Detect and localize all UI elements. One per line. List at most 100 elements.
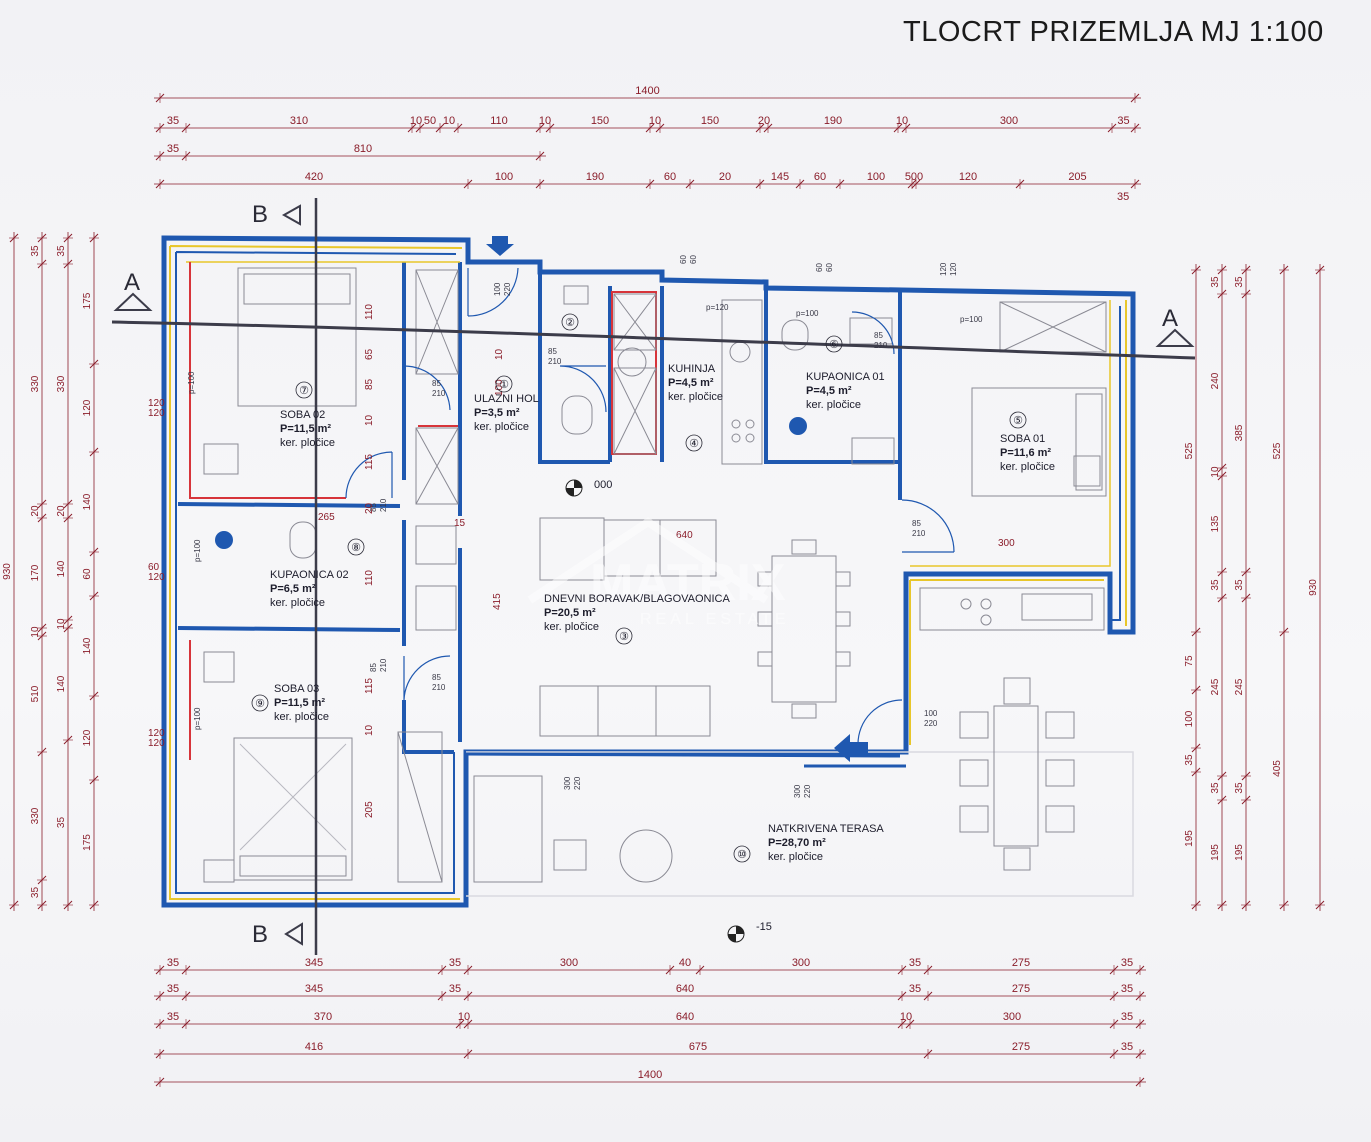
room-number: ⑧ bbox=[351, 542, 361, 554]
room-number: ⑤ bbox=[1013, 415, 1023, 427]
dimension-label: 140 bbox=[82, 493, 93, 510]
section-label-b-top: B bbox=[252, 201, 268, 228]
dimension-label: 140 bbox=[82, 637, 93, 654]
dimension-label: 35 bbox=[1210, 276, 1221, 288]
door-label: 210 bbox=[379, 498, 388, 512]
door-label: 300 bbox=[563, 776, 572, 790]
terrace-outline bbox=[466, 751, 1134, 897]
terrace-table bbox=[993, 705, 1039, 847]
dimension-label: 35 bbox=[1234, 579, 1245, 591]
dimension-label: 345 bbox=[305, 983, 323, 995]
room-number: ② bbox=[565, 317, 575, 329]
room-area: P=11,5 m² bbox=[274, 697, 325, 709]
door-label: 210 bbox=[379, 658, 388, 672]
terrace-lounger bbox=[473, 775, 543, 883]
dimension-label: 50 bbox=[424, 115, 436, 127]
dimension-label: 35 bbox=[1234, 276, 1245, 288]
room-area: P=3,5 m² bbox=[474, 407, 520, 419]
internal-dim: 205 bbox=[364, 801, 375, 818]
kitchen-counter bbox=[721, 299, 763, 465]
dimension-label: 190 bbox=[586, 171, 604, 183]
dimension-label: 35 bbox=[167, 957, 179, 969]
internal-dim: 10 bbox=[494, 348, 505, 360]
section-lines: A A B B bbox=[111, 198, 1196, 955]
dimension-label: 245 bbox=[1234, 678, 1245, 695]
parapet-label: p=100 bbox=[187, 371, 196, 394]
door-label: 220 bbox=[503, 282, 512, 296]
internal-dim: 115 bbox=[364, 454, 375, 470]
drain-icon bbox=[215, 531, 233, 549]
dimension-label: 20 bbox=[758, 115, 770, 127]
room-label: ② bbox=[561, 313, 579, 331]
room-number: ① bbox=[499, 379, 509, 391]
dimension-label: 150 bbox=[591, 115, 609, 127]
room-number: ⑦ bbox=[299, 385, 309, 397]
level-terrace-label: -15 bbox=[756, 921, 772, 933]
dimension-label: 35 bbox=[1121, 983, 1133, 995]
level-interior-label: 000 bbox=[594, 479, 612, 491]
window-label: 60 bbox=[679, 255, 688, 264]
dimension-label: 190 bbox=[824, 115, 842, 127]
door-wc bbox=[559, 365, 607, 413]
dimension-label: 35 bbox=[1184, 754, 1195, 766]
internal-dim: 300 bbox=[998, 538, 1015, 549]
dimension-label: 35 bbox=[167, 1011, 179, 1023]
room-finish: ker. pločice bbox=[768, 851, 823, 863]
internal-dim: 115 bbox=[364, 678, 375, 694]
internal-dim: 265 bbox=[318, 512, 335, 523]
window-width-label: 60 bbox=[148, 562, 160, 573]
dimension-label: 525 bbox=[1184, 442, 1195, 459]
level-marker-terrace: -15 bbox=[727, 921, 772, 943]
room-name: DNEVNI BORAVAK/BLAGOVAONICA bbox=[544, 593, 730, 605]
toilet-hol bbox=[561, 395, 593, 435]
dimension-label: 300 bbox=[1000, 115, 1018, 127]
dimension-label: 330 bbox=[56, 375, 67, 392]
dimension-label: 10 bbox=[30, 626, 41, 638]
walls bbox=[161, 235, 1136, 908]
dimension-label: 135 bbox=[1210, 515, 1221, 532]
dimension-label: 1400 bbox=[635, 85, 659, 97]
dimension-label: 35 bbox=[167, 115, 179, 127]
wardrobe-soba-02 bbox=[415, 269, 459, 375]
door-label: 220 bbox=[924, 719, 938, 728]
dimension-label: 640 bbox=[676, 983, 694, 995]
dimension-label: 20 bbox=[30, 505, 41, 517]
dimension-label: 385 bbox=[1234, 424, 1245, 441]
door-label: 220 bbox=[803, 784, 812, 798]
watermark: MATRIX REAL ESTATE bbox=[527, 517, 786, 628]
terrace-entry-arrow-icon bbox=[834, 734, 868, 762]
dimension-label: 10 bbox=[458, 1011, 470, 1023]
toilet-kupaonica-02 bbox=[289, 521, 317, 559]
tub-kupaonica-01 bbox=[851, 437, 895, 465]
dimension-label: 150 bbox=[701, 115, 719, 127]
dimension-label: 60 bbox=[664, 171, 676, 183]
dimension-label: 35 bbox=[449, 957, 461, 969]
door-label: 100 bbox=[924, 709, 938, 718]
room-finish: ker. pločice bbox=[544, 621, 599, 633]
shower-kupaonica-02 bbox=[415, 525, 457, 565]
room-name: KUPAONICA 01 bbox=[806, 371, 885, 383]
dimension-label: 300 bbox=[792, 957, 810, 969]
room-name: SOBA 02 bbox=[280, 409, 325, 421]
room-area: P=20,5 m² bbox=[544, 607, 596, 619]
internal-dim: 415 bbox=[492, 593, 503, 610]
terrace-round-table bbox=[619, 829, 673, 883]
dimension-label: 60 bbox=[82, 568, 93, 580]
internal-dim: 15 bbox=[454, 518, 466, 529]
room-area: P=4,5 m² bbox=[806, 385, 852, 397]
room-number: ⑩ bbox=[737, 849, 747, 861]
dimension-label: 40 bbox=[679, 957, 691, 969]
internal-dim: 85 bbox=[364, 378, 375, 390]
parapet-label: p=120 bbox=[706, 303, 729, 312]
window-height-label: 120 bbox=[148, 738, 165, 749]
parapet-label: p=100 bbox=[193, 539, 202, 562]
dimension-label: 35 bbox=[30, 887, 41, 899]
bed-soba-01 bbox=[971, 387, 1107, 497]
door-label: 210 bbox=[432, 683, 446, 692]
door-label: 300 bbox=[793, 784, 802, 798]
door-label: 85 bbox=[548, 347, 557, 356]
